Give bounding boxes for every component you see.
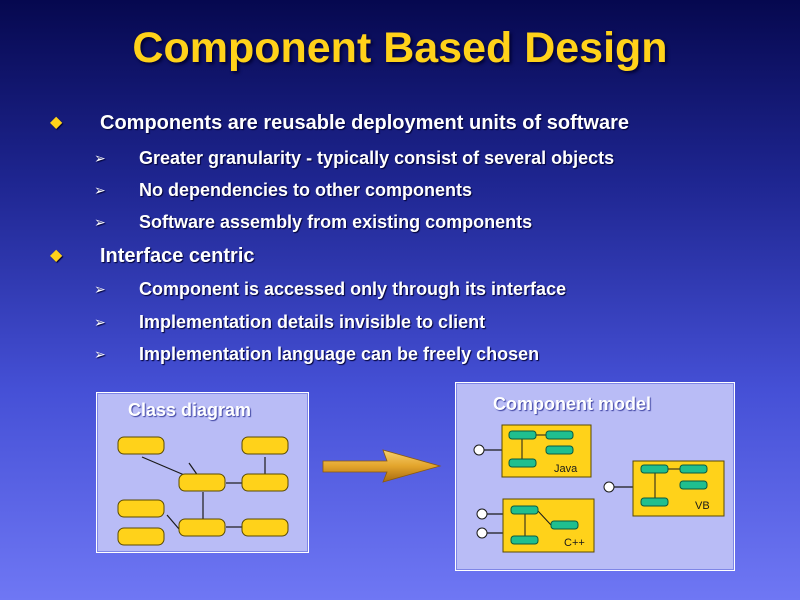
diamond-bullet-icon: ◆ xyxy=(50,247,63,264)
sub-bullet-text: Software assembly from existing componen… xyxy=(139,212,533,232)
component-cpp: C++ xyxy=(502,498,595,553)
component-label: VB xyxy=(695,500,710,512)
class-box xyxy=(241,436,289,455)
class-diagram-panel: Class diagram xyxy=(96,392,309,553)
class-box xyxy=(178,518,226,537)
class-diagram-figure xyxy=(117,436,289,546)
arrow-bullet-icon: ➢ xyxy=(94,346,106,362)
class-diagram-title: Class diagram xyxy=(128,400,252,420)
component-label: Java xyxy=(554,463,578,475)
sub-bullet-item: ➢ Implementation details invisible to cli… xyxy=(94,312,485,333)
component-label: C++ xyxy=(564,537,585,549)
arrow-bullet-icon: ➢ xyxy=(94,281,106,297)
class-box xyxy=(241,518,289,537)
bullet-text: Components are reusable deployment units… xyxy=(100,112,629,134)
component-vb: VB xyxy=(632,460,725,517)
right-arrow-icon xyxy=(322,449,442,483)
slide-title: Component Based Design xyxy=(132,24,668,72)
arrow-bullet-icon: ➢ xyxy=(94,214,106,230)
class-box xyxy=(241,473,289,492)
sub-bullet-text: Implementation details invisible to clie… xyxy=(139,312,486,332)
class-box xyxy=(117,499,165,518)
bullet-item: ◆ Interface centric xyxy=(50,245,255,268)
sub-bullet-item: ➢ Component is accessed only through its … xyxy=(94,279,566,300)
sub-bullet-text: Implementation language can be freely ch… xyxy=(139,344,540,364)
bullet-text: Interface centric xyxy=(100,245,255,267)
arrow-bullet-icon: ➢ xyxy=(94,150,106,166)
class-box xyxy=(117,527,165,546)
arrow-bullet-icon: ➢ xyxy=(94,182,106,198)
component-model-title: Component model xyxy=(493,394,651,414)
component-model-figure: Java VB C++ xyxy=(473,424,725,553)
sub-bullet-item: ➢ Greater granularity - typically consist… xyxy=(94,148,614,169)
bullet-item: ◆ Components are reusable deployment unit… xyxy=(50,112,629,135)
sub-bullet-text: No dependencies to other components xyxy=(139,180,473,200)
class-box xyxy=(117,436,165,455)
component-model-panel: Component model Java xyxy=(455,382,735,571)
sub-bullet-text: Greater granularity - typically consist … xyxy=(139,148,615,168)
sub-bullet-item: ➢ No dependencies to other components xyxy=(94,180,472,201)
sub-bullet-item: ➢ Software assembly from existing compone… xyxy=(94,212,532,233)
sub-bullet-text: Component is accessed only through its i… xyxy=(139,279,567,299)
sub-bullet-item: ➢ Implementation language can be freely c… xyxy=(94,344,539,365)
class-box xyxy=(178,473,226,492)
diamond-bullet-icon: ◆ xyxy=(50,114,63,131)
component-java: Java xyxy=(501,424,592,478)
arrow-bullet-icon: ➢ xyxy=(94,314,106,330)
